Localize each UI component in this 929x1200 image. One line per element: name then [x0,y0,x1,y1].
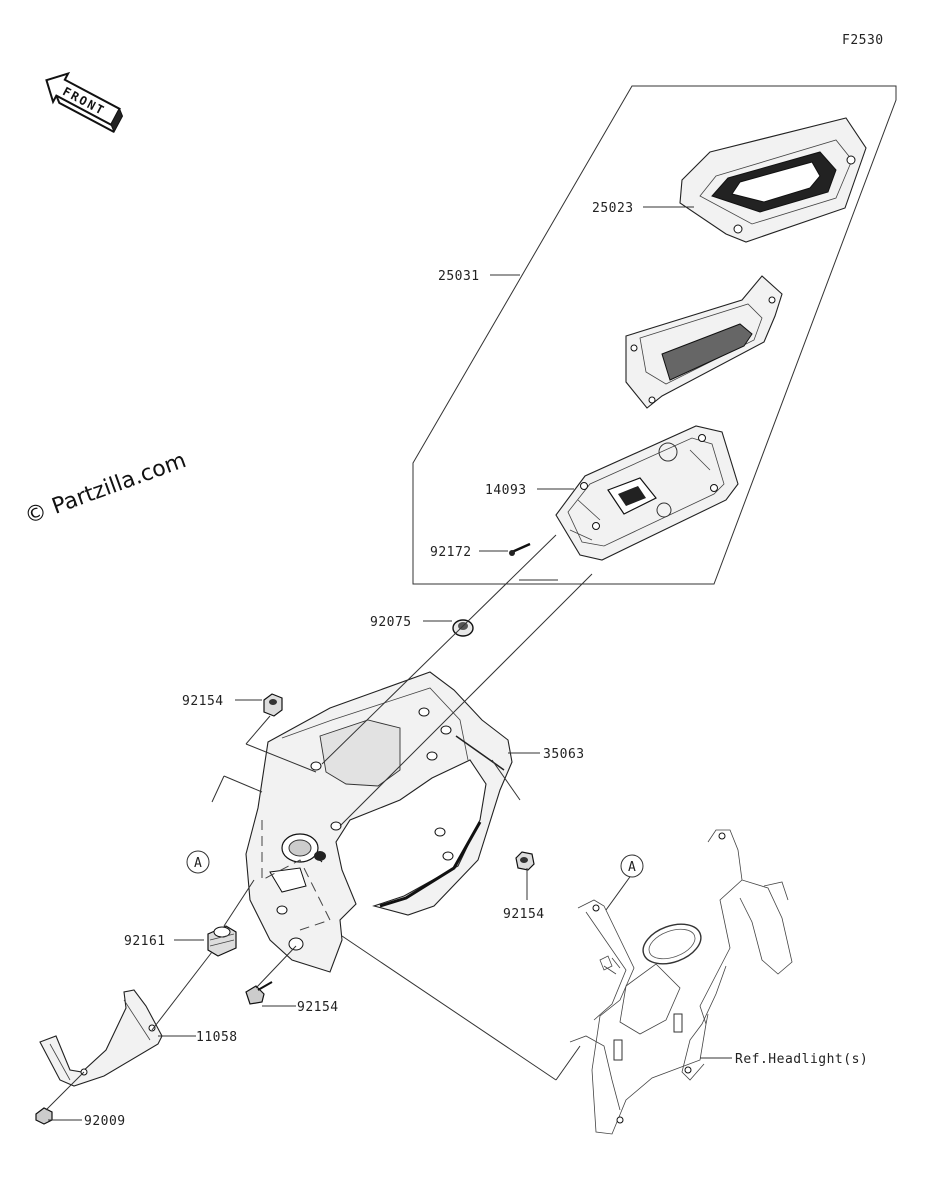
reference-a-left: A [186,850,210,874]
meter-cover-25023 [679,117,867,243]
callout-35063: 35063 [543,747,585,762]
callout-14093: 14093 [485,483,527,498]
callout-25031: 25031 [438,269,480,284]
reference-a-right: A [620,854,644,878]
headlight-bracket-reference [569,829,793,1135]
bushing-92161 [207,925,237,957]
reference-a-left-label: A [194,856,202,871]
screw-92172 [509,542,531,556]
callout-92172: 92172 [430,545,472,560]
front-arrow-icon: FRONT [45,71,124,134]
callout-92154-bottom: 92154 [297,1000,339,1015]
nut-92154-top [263,693,283,717]
meter-assembly-boundary [412,85,897,585]
callout-25023: 25023 [592,201,634,216]
callout-92161: 92161 [124,934,166,949]
bolt-92154-bottom [245,981,273,1005]
callout-11058: 11058 [196,1030,238,1045]
bracket-11058 [39,989,163,1087]
callout-92154-top: 92154 [182,694,224,709]
meter-case-14093 [555,425,739,561]
callout-92154-right: 92154 [503,907,545,922]
meter-stay-35063 [245,671,513,973]
meter-display-unit [625,275,783,409]
figure-code: F2530 [842,33,884,48]
callout-92009: 92009 [84,1114,126,1129]
nut-92154-right [515,851,535,871]
leader-lines [45,206,732,1121]
grommet-92075 [452,619,474,637]
watermark: © Partzilla.com [22,448,190,530]
reference-a-right-label: A [628,860,636,875]
bolt-92009 [35,1107,53,1125]
callout-92075: 92075 [370,615,412,630]
callout-ref-headlight: Ref.Headlight(s) [735,1052,868,1067]
